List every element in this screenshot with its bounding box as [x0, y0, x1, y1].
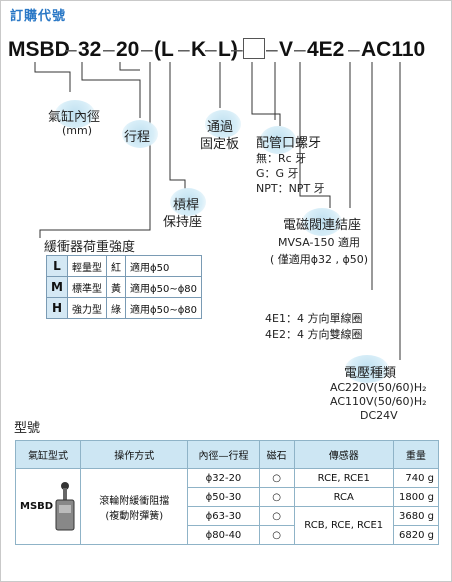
bubble [122, 120, 158, 148]
operation-2: (複動附彈簧) [105, 510, 164, 522]
bubble [345, 355, 389, 383]
model-label: 型號 [14, 421, 41, 436]
code-dash: – [231, 38, 243, 61]
table-header-row: 氣缸型式 操作方式 內徑—行程 磁石 傳感器 重量 [14, 440, 440, 469]
code-cushion: (L [154, 38, 174, 61]
stroke-label: 行程 [124, 130, 151, 145]
code-plate: L) [218, 38, 238, 61]
bubble [170, 188, 206, 216]
code-dash: – [65, 38, 77, 61]
code-dash: – [266, 38, 278, 61]
code-bore: 32 [78, 38, 102, 61]
plate-label-2: 固定板 [200, 137, 240, 152]
code-dash: – [103, 38, 115, 61]
table-row: M 標準型 黃 適用ϕ50~ϕ80 [46, 276, 203, 298]
valve-label-1: 電磁閥連結座 [283, 218, 362, 233]
code-dash: – [205, 38, 217, 61]
code-dash: – [141, 38, 153, 61]
valve-label-3: ( 僅適用ϕ32 , ϕ50) [270, 253, 369, 266]
order-code: MSBD – 32 – 20 – (L – K – L) – – V – 4E2… [8, 38, 448, 64]
table-row: MSBD 滾輪附緩衝阻擋 (複動附彈簧) ϕ32-20 ○ RCE, RCE1 … [14, 468, 440, 545]
bore-label: 氣缸內徑 [48, 110, 101, 125]
table-row: ϕ63-30 ○ RCB, RCE, RCE1 3680 g [16, 506, 440, 545]
voltage-ac220: AC220V(50/60)H₂ [330, 381, 427, 394]
cylinder-image [55, 482, 75, 531]
cushion-table: L 輕量型 紅 適用ϕ50 M 標準型 黃 適用ϕ50~ϕ80 H 強力型 綠 … [46, 255, 203, 319]
bubble [205, 110, 241, 138]
table-row: ϕ80-40 ○ 6820 g [16, 525, 440, 545]
code-series: MSBD [8, 38, 70, 61]
code-valve: V [279, 38, 294, 61]
operation-1: 滾輪附緩衝阻擋 [99, 495, 170, 507]
code-dash: – [348, 38, 360, 61]
code-solenoid: 4E2 [307, 38, 345, 61]
port-g: G：G 牙 [256, 167, 299, 180]
table-row: ϕ50-30 ○ RCA 1800 g [16, 487, 440, 507]
port-thread-blank-box [243, 38, 265, 59]
bubble [55, 100, 95, 128]
solenoid-4e1: 4E1：4 方向單線圈 [265, 312, 363, 325]
rod-label-2: 保持座 [163, 215, 203, 230]
port-rc: 無：Rc 牙 [256, 152, 307, 165]
plate-label-1: 通過 [207, 120, 234, 135]
table-row: H 強力型 綠 適用ϕ50~ϕ80 [46, 297, 203, 319]
table-row: L 輕量型 紅 適用ϕ50 [46, 255, 203, 277]
bubble [302, 208, 342, 236]
code-dash: – [178, 38, 190, 61]
bubble [260, 126, 296, 154]
model-name: MSBD [20, 501, 54, 512]
code-lever: K [191, 38, 207, 61]
section-title: 訂購代號 [10, 9, 67, 24]
port-label: 配管口螺牙 [256, 136, 322, 151]
voltage-dc24: DC24V [360, 409, 398, 422]
solenoid-4e2: 4E2：4 方向雙線圈 [265, 328, 363, 341]
code-voltage: AC110 [361, 38, 426, 61]
rod-label-1: 槓桿 [173, 198, 200, 213]
voltage-title: 電壓種類 [344, 366, 397, 381]
voltage-ac110: AC110V(50/60)H₂ [330, 395, 427, 408]
port-npt: NPT：NPT 牙 [256, 182, 325, 195]
spec-table: 氣缸型式 操作方式 內徑—行程 磁石 傳感器 重量 MSBD 滾輪附緩衝阻擋 (… [14, 440, 440, 545]
code-stroke: 20 [116, 38, 140, 61]
valve-label-2: MVSA-150 適用 [278, 236, 360, 249]
cushion-title: 緩衝器荷重強度 [44, 240, 136, 255]
code-dash: – [294, 38, 306, 61]
bore-unit: (mm) [62, 124, 93, 137]
